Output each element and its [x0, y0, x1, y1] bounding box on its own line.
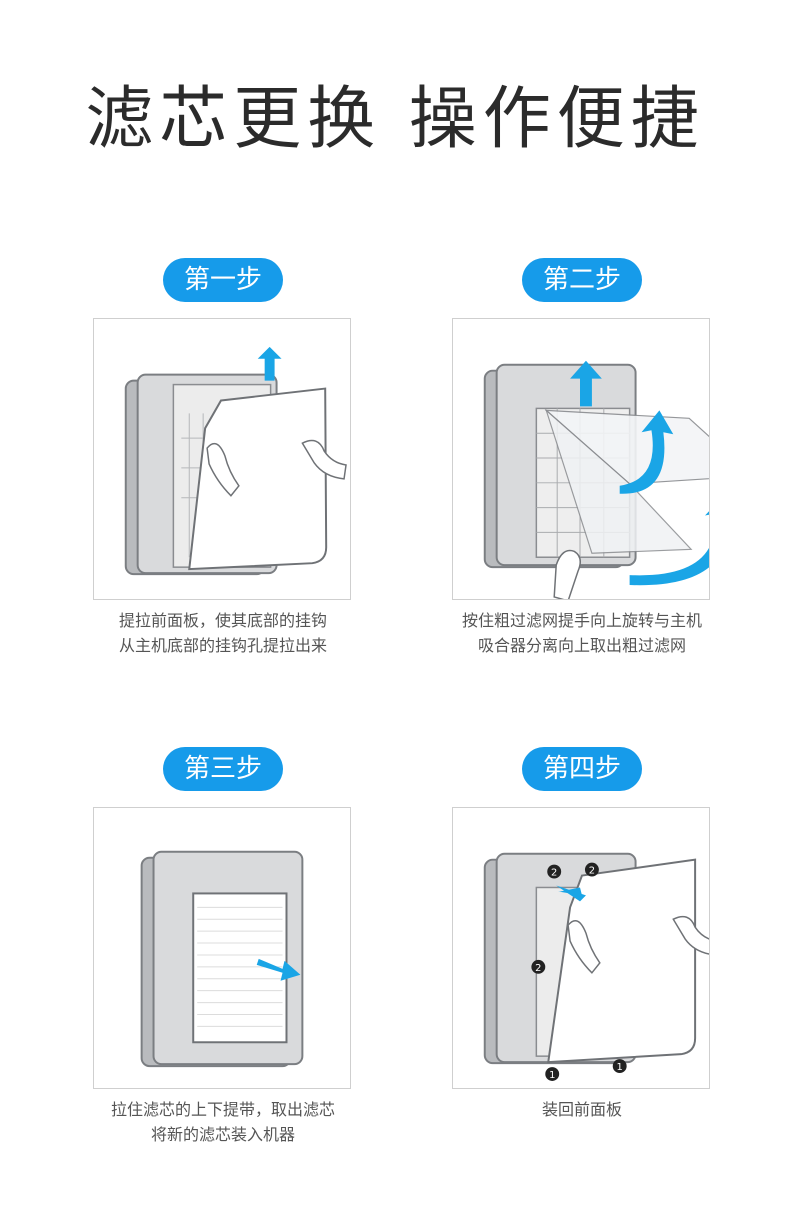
svg-text:2: 2 — [535, 963, 541, 974]
step-4-caption-line-1: 装回前面板 — [541, 1100, 622, 1119]
step-4-badge: 第四步 — [522, 747, 642, 791]
step-3-caption: 拉住滤芯的上下提带，取出滤芯 将新的滤芯装入机器 — [73, 1097, 373, 1147]
step-4-marker-1-right: 1 — [612, 1059, 627, 1073]
step-1-caption-line-1: 提拉前面板，使其底部的挂钩 — [118, 611, 327, 630]
svg-text:1: 1 — [549, 1070, 555, 1081]
svg-text:2: 2 — [551, 868, 557, 879]
step-4-marker-2-top-left: 2 — [547, 864, 562, 879]
step-1-badge: 第一步 — [163, 258, 283, 302]
step-4-marker-2-top-right: 2 — [584, 862, 599, 877]
step-1-caption-line-2: 从主机底部的挂钩孔提拉出来 — [118, 636, 327, 655]
page-title: 滤芯更换 操作便捷 — [85, 80, 705, 159]
step-3-caption-line-2: 将新的滤芯装入机器 — [150, 1125, 295, 1144]
step-2-caption-line-1: 按住粗过滤网提手向上旋转与主机 — [461, 611, 702, 630]
step-2-badge: 第二步 — [522, 258, 642, 302]
step-2-illustration — [452, 318, 710, 600]
step-3-illustration — [93, 807, 351, 1089]
step-1-caption: 提拉前面板，使其底部的挂钩 从主机底部的挂钩孔提拉出来 — [73, 608, 373, 658]
step-4-marker-2-side: 2 — [531, 959, 546, 974]
step-2-caption: 按住粗过滤网提手向上旋转与主机 吸合器分离向上取出粗过滤网 — [432, 608, 732, 658]
step-1-illustration — [93, 318, 351, 600]
step-3-badge: 第三步 — [163, 747, 283, 791]
svg-text:2: 2 — [589, 866, 595, 877]
step-4-caption: 装回前面板 — [432, 1097, 732, 1122]
step-4-marker-1-left: 1 — [545, 1067, 560, 1081]
step-3-caption-line-1: 拉住滤芯的上下提带，取出滤芯 — [110, 1100, 335, 1119]
svg-text:1: 1 — [617, 1062, 623, 1073]
step-2-caption-line-2: 吸合器分离向上取出粗过滤网 — [477, 636, 686, 655]
step-4-illustration: 2 2 2 1 1 — [452, 807, 710, 1089]
